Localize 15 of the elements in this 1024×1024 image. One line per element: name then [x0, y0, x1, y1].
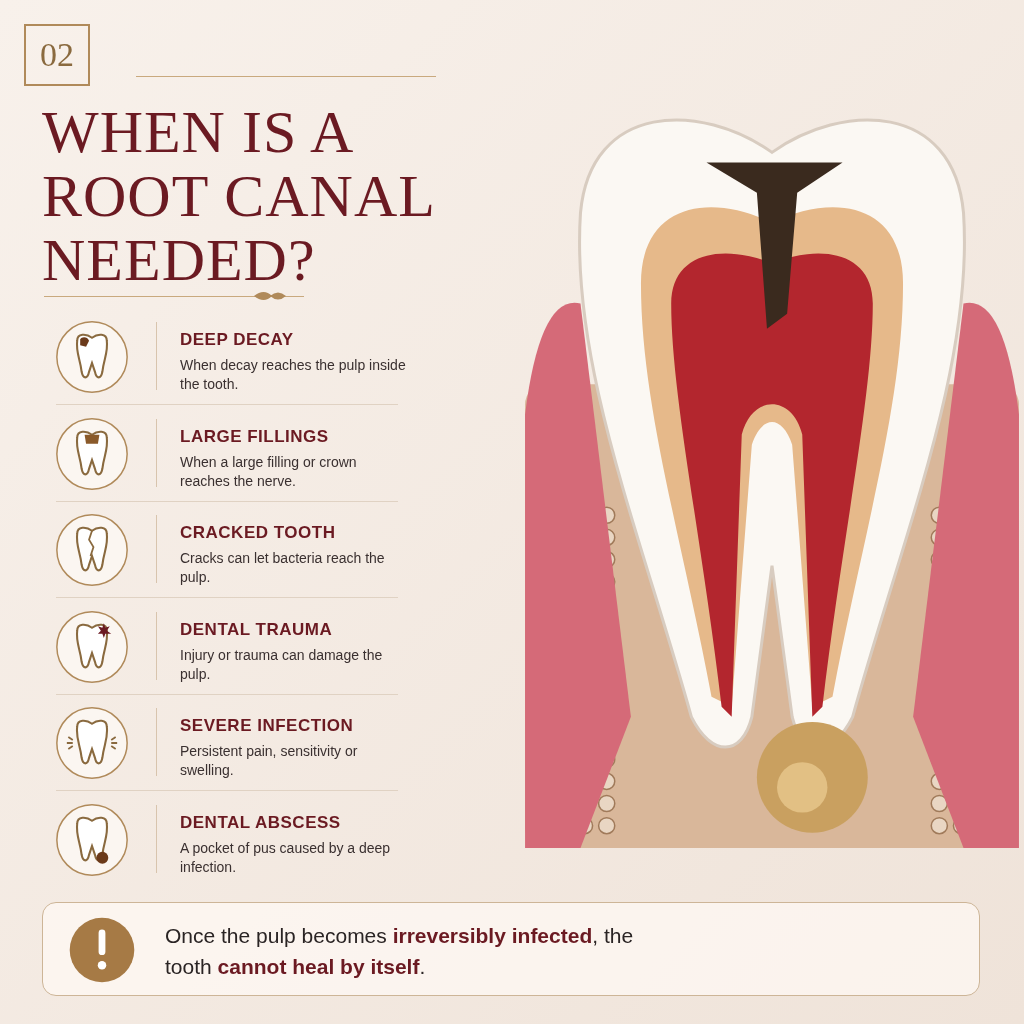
- note-text: Once the pulp becomes irreversibly infected, the tooth cannot heal by itself.: [165, 923, 635, 980]
- item-description: Injury or trauma can damage the pulp.: [180, 645, 384, 684]
- item-heading: DENTAL TRAUMA: [180, 619, 333, 640]
- item-heading: DEEP DECAY: [180, 330, 294, 350]
- item-heading: SEVERE INFECTION: [180, 716, 354, 736]
- item-heading: CRACKED TOOTH: [180, 523, 336, 543]
- item-description: Cracks can let bacteria reach the pulp.: [180, 549, 386, 587]
- item-heading: LARGE FILLINGS: [180, 426, 329, 447]
- item-description: Persistent pain, sensitivity or swelling.: [180, 742, 359, 780]
- title-heading: WHEN IS A ROOT CANAL NEEDED?: [42, 100, 435, 292]
- item-description: When decay reaches the pulp inside the tooth.: [180, 356, 407, 394]
- section-number: 02: [24, 24, 90, 86]
- item-description: A pocket of pus caused by a deep infection.: [180, 838, 392, 877]
- item-description: When a large filling or crown reaches the nerve.: [180, 452, 358, 491]
- item-heading: DENTAL ABSCESS: [180, 812, 341, 833]
